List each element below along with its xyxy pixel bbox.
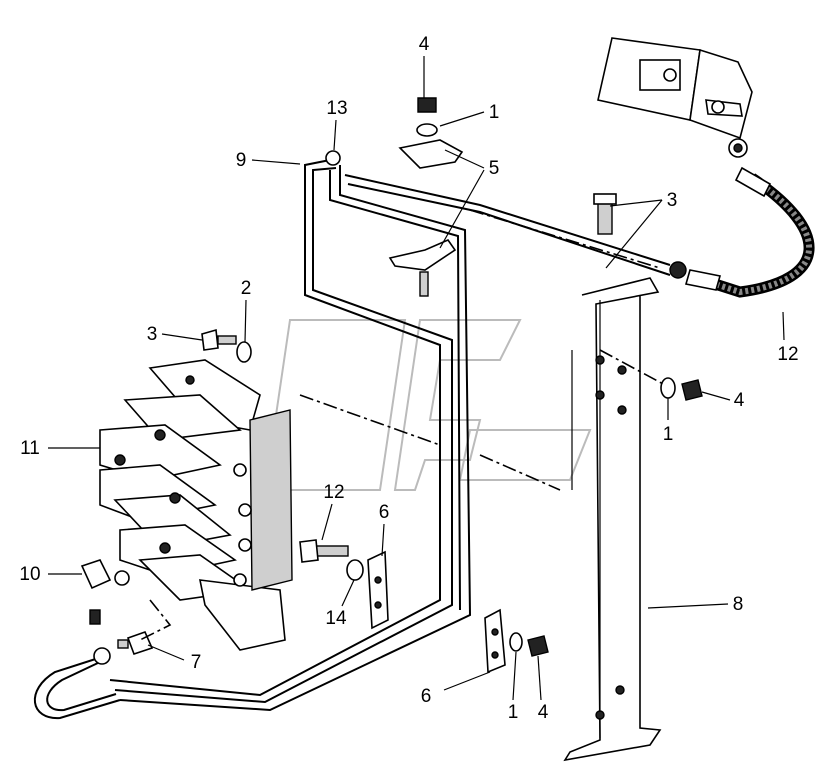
support-bracket xyxy=(563,277,662,762)
callout-12-bolt: 12 xyxy=(323,482,344,503)
control-valve-block xyxy=(99,359,293,651)
callout-labels: 4 1 13 9 5 3 2 3 12 4 1 11 12 6 10 14 8 … xyxy=(19,34,798,723)
callout-8: 8 xyxy=(733,594,744,615)
callout-4-right: 4 xyxy=(734,390,745,411)
bracket-mount-bolt xyxy=(299,539,364,581)
callout-6-upper: 6 xyxy=(379,502,390,523)
callout-11: 11 xyxy=(20,438,40,459)
pressure-hose xyxy=(684,166,815,298)
callout-1-bottom: 1 xyxy=(508,702,519,723)
callout-2: 2 xyxy=(241,278,252,299)
hydraulic-pump xyxy=(597,37,753,158)
pipe-bracket-upper xyxy=(367,550,389,630)
callout-7: 7 xyxy=(191,652,202,673)
callout-12-hose: 12 xyxy=(777,344,798,365)
right-fasteners xyxy=(660,377,703,401)
callout-10: 10 xyxy=(19,564,40,585)
bracket-bolt xyxy=(593,193,617,235)
callout-1-top: 1 xyxy=(489,102,500,123)
callout-9: 9 xyxy=(236,150,247,171)
callout-3-right: 3 xyxy=(667,190,678,211)
callout-13: 13 xyxy=(326,98,347,119)
callout-3-left: 3 xyxy=(147,324,158,345)
callout-1-right: 1 xyxy=(663,424,674,445)
elbow-fitting xyxy=(80,559,130,625)
alignment-lines xyxy=(139,209,666,641)
watermark xyxy=(263,319,592,491)
callout-6-lower: 6 xyxy=(421,686,432,707)
callout-14: 14 xyxy=(325,608,347,629)
pipe-bracket-lower xyxy=(484,608,549,674)
pipe-clamps xyxy=(388,97,464,297)
callout-4-bottom: 4 xyxy=(538,702,549,723)
callout-5: 5 xyxy=(489,158,500,179)
valve-bolt xyxy=(201,328,252,363)
leader-lines xyxy=(48,56,785,701)
callout-4-top: 4 xyxy=(419,34,430,55)
valve-fitting xyxy=(117,630,154,656)
hydraulic-pipes xyxy=(34,150,687,720)
